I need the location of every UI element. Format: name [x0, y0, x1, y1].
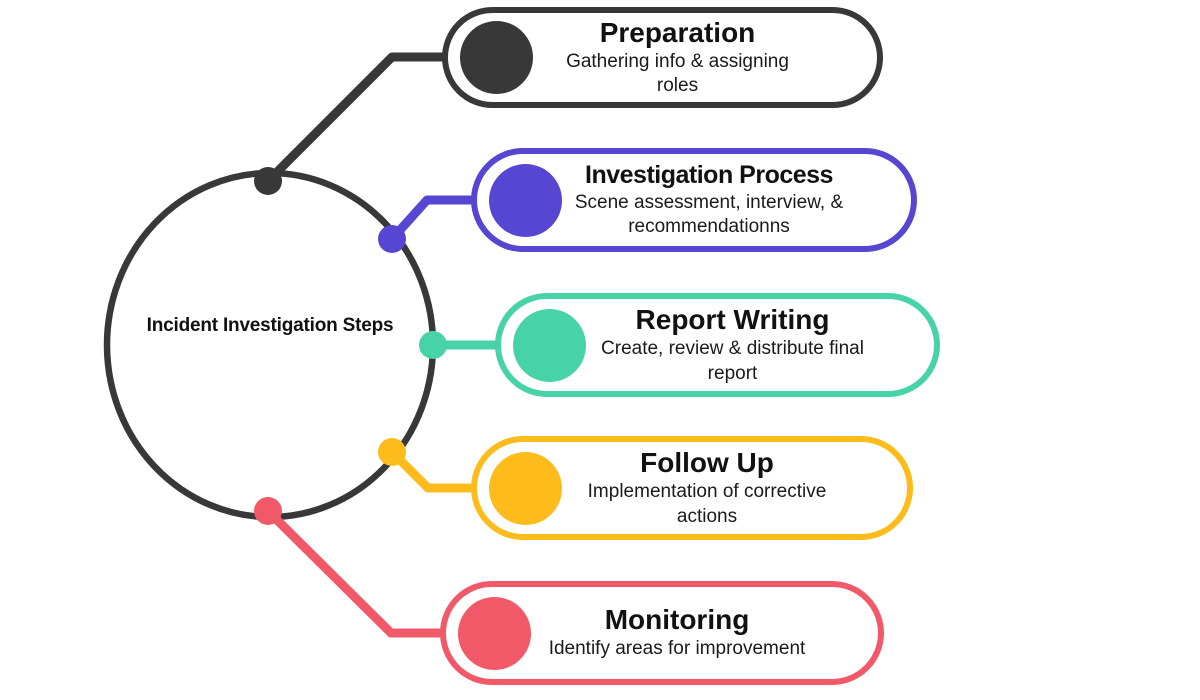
- step-bullet-circle: [489, 451, 562, 525]
- step-text: Follow Up Implementation of corrective a…: [562, 447, 852, 529]
- step-bullet-circle: [489, 163, 562, 237]
- connector-line-investigation-process: [388, 195, 490, 243]
- step-subtitle: Gathering info & assigning roles: [566, 50, 789, 97]
- step-title: Preparation: [599, 16, 756, 48]
- step-subtitle: Implementation of corrective actions: [587, 481, 827, 527]
- step-pill-report-writing: Report Writing Create, review & distribu…: [495, 293, 940, 397]
- step-pill-follow-up: Follow Up Implementation of corrective a…: [471, 436, 913, 540]
- step-text: Report Writing Create, review & distribu…: [586, 304, 879, 386]
- step-subtitle: Create, review & distribute final report: [601, 338, 864, 384]
- connector-dot-investigation-process: [378, 225, 406, 253]
- step-text: Investigation Process Scene assessment, …: [562, 161, 856, 239]
- connector-line-follow-up: [388, 448, 490, 493]
- connector-dot-follow-up: [378, 438, 406, 466]
- step-pill-preparation: Preparation Gathering info & assigning r…: [442, 7, 883, 108]
- central-title: Incident Investigation Steps: [146, 315, 394, 336]
- connector-line-preparation: [264, 52, 465, 185]
- step-pill-monitoring: Monitoring Identify areas for improvemen…: [440, 581, 884, 685]
- connector-line-monitoring: [264, 507, 460, 638]
- step-text: Monitoring Identify areas for improvemen…: [531, 604, 823, 662]
- step-subtitle: Scene assessment, interview, & recommend…: [574, 191, 844, 237]
- step-bullet-circle: [513, 308, 586, 382]
- central-circle-outline: [103, 169, 437, 521]
- connector-dot-preparation: [254, 167, 282, 195]
- step-bullet-circle: [460, 21, 533, 94]
- connector-dot-monitoring: [254, 497, 282, 525]
- step-text: Preparation Gathering info & assigning r…: [533, 17, 822, 99]
- step-title: Monitoring: [604, 604, 750, 636]
- step-title: Investigation Process: [585, 160, 833, 189]
- step-title: Report Writing: [635, 304, 830, 336]
- step-subtitle: Identify areas for improvement: [548, 638, 806, 660]
- connector-dot-report-writing: [419, 331, 447, 359]
- step-bullet-circle: [458, 596, 531, 670]
- step-title: Follow Up: [640, 447, 774, 479]
- step-pill-investigation-process: Investigation Process Scene assessment, …: [471, 148, 917, 252]
